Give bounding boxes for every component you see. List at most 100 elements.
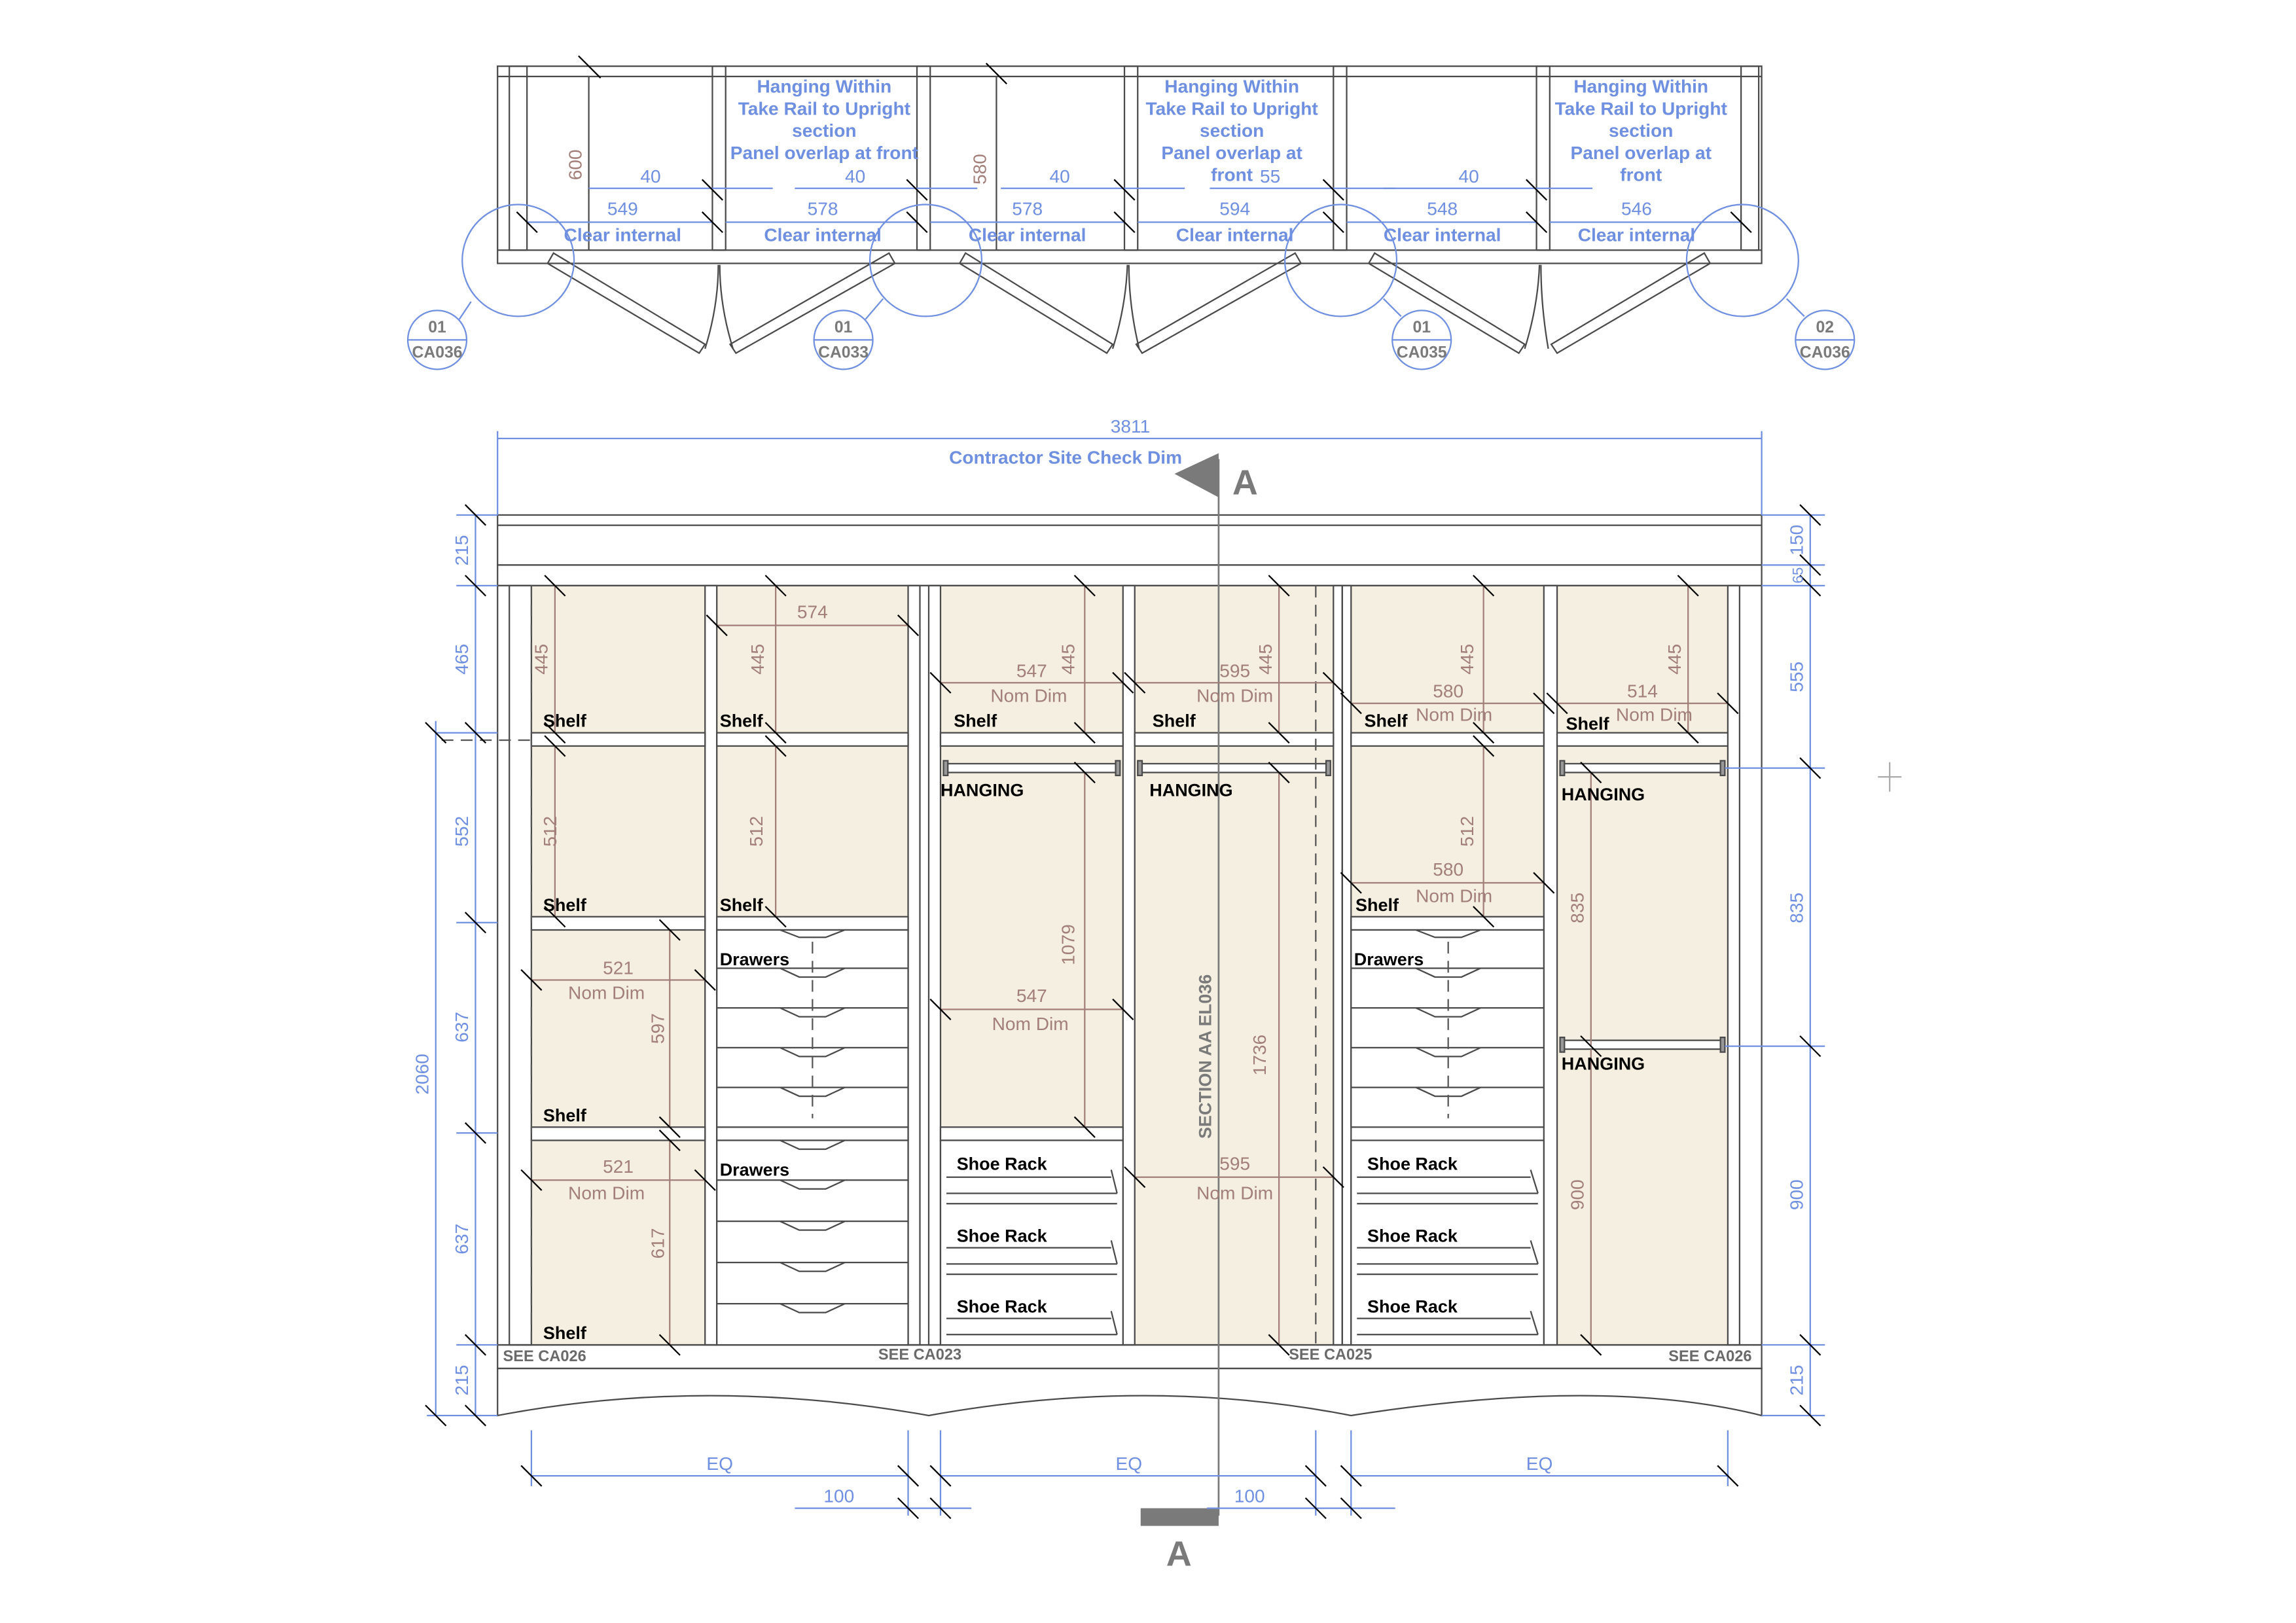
plan-gap-1: 40 xyxy=(640,166,660,187)
plan-gap-5: 40 xyxy=(1459,166,1479,187)
section-marker-top: A xyxy=(1232,463,1258,502)
callout1-num: 01 xyxy=(428,319,446,336)
plan-view xyxy=(406,55,1856,370)
plan-bay2-dim: 578 xyxy=(808,198,838,219)
bay3-nom-b: Nom Dim xyxy=(992,1014,1069,1034)
plan-note3-line1: Hanging Within xyxy=(1573,77,1708,97)
shelf-label: Shelf xyxy=(543,895,587,915)
shelf-label: Shelf xyxy=(1365,711,1408,731)
bay1-nom-b: Nom Dim xyxy=(568,1183,645,1203)
plan-bay5-label: Clear internal xyxy=(1384,225,1501,245)
plan-note2-line4: Panel overlap at xyxy=(1161,143,1302,163)
plan-bay6-dim: 546 xyxy=(1621,198,1652,219)
bay4-dim-595-b: 595 xyxy=(1219,1153,1250,1173)
plan-note1-line4: Panel overlap at front xyxy=(730,143,919,163)
plan-gap-3: 40 xyxy=(1049,166,1069,187)
callout4-ref: CA036 xyxy=(1800,344,1850,361)
plan-bay5-dim: 548 xyxy=(1427,198,1458,219)
left-dim-215-bottom: 215 xyxy=(452,1365,472,1396)
drawers-label: Drawers xyxy=(1354,950,1424,969)
shelf-label: Shelf xyxy=(954,711,997,731)
plan-note3-line5: front xyxy=(1620,165,1662,185)
callout1-ref: CA036 xyxy=(412,344,463,361)
see-ref-3: SEE CA025 xyxy=(1289,1347,1372,1364)
bay1-dim-521-b: 521 xyxy=(603,1156,634,1177)
bay1-dim-521-a: 521 xyxy=(603,957,634,978)
bottom-eq-2: EQ xyxy=(1115,1454,1142,1474)
plan-outline xyxy=(497,65,1763,264)
site-check-note: Contractor Site Check Dim xyxy=(949,447,1182,467)
bay4-dim-1736: 1736 xyxy=(1249,1035,1270,1076)
plinth-top xyxy=(497,1344,1763,1370)
shelf-label: Shelf xyxy=(543,1323,587,1343)
shelf-label: Shelf xyxy=(543,711,587,731)
bay4-nom-b: Nom Dim xyxy=(1196,1183,1273,1203)
plan-bay6-label: Clear internal xyxy=(1578,225,1696,245)
callout2-num: 01 xyxy=(834,319,853,336)
plan-note2-line1: Hanging Within xyxy=(1164,77,1299,97)
bay5-dim-580-a: 580 xyxy=(1433,681,1463,702)
callout4-num: 02 xyxy=(1816,319,1835,336)
top-cornice xyxy=(497,514,1763,566)
bay1-dim-597: 597 xyxy=(647,1013,668,1044)
shelf-label: Shelf xyxy=(1566,714,1610,734)
shoe-rack-label: Shoe Rack xyxy=(1367,1226,1458,1246)
right-dim-215: 215 xyxy=(1787,1365,1807,1396)
plan-callouts xyxy=(406,204,1856,370)
bay5-dim-445: 445 xyxy=(1457,644,1477,675)
plan-doors xyxy=(547,252,1712,355)
bay3-dim-445: 445 xyxy=(1058,644,1079,675)
top-frame xyxy=(497,564,1763,586)
plan-texts: 549 578 578 594 548 546 Clear internal C… xyxy=(412,77,1850,362)
plan-gap-2: 40 xyxy=(845,166,865,187)
drawers-label: Drawers xyxy=(720,950,789,969)
hanging-label: HANGING xyxy=(941,780,1024,800)
plan-gap-4: 55 xyxy=(1260,166,1280,187)
callout3-num: 01 xyxy=(1412,319,1431,336)
shoe-rack-label: Shoe Rack xyxy=(1367,1154,1458,1173)
bay-fills xyxy=(531,585,1728,1346)
bay6-dim-445: 445 xyxy=(1664,644,1685,675)
tick-marks xyxy=(425,504,1821,1520)
left-dim-552: 552 xyxy=(452,816,472,847)
bottom-dim-100-b: 100 xyxy=(1234,1486,1265,1507)
left-dim-215-top: 215 xyxy=(452,535,472,565)
callout3-ref: CA035 xyxy=(1397,344,1447,361)
plan-bay3-dim: 578 xyxy=(1012,198,1043,219)
plan-note3-line3: section xyxy=(1609,120,1673,141)
see-ref-1: SEE CA026 xyxy=(503,1348,586,1365)
bay6-nom: Nom Dim xyxy=(1616,705,1693,725)
bay5-dim-580-b: 580 xyxy=(1433,859,1463,880)
hanging-rails xyxy=(942,760,1726,1053)
drawers-label: Drawers xyxy=(720,1160,789,1179)
bay5-nom-b: Nom Dim xyxy=(1416,885,1492,906)
plan-note1-line1: Hanging Within xyxy=(757,77,891,97)
bay4-dim-595-a: 595 xyxy=(1219,660,1250,681)
plan-note2-line5: front xyxy=(1211,165,1253,185)
plan-note2-line3: section xyxy=(1200,120,1264,141)
bottom-eq-3: EQ xyxy=(1526,1454,1553,1474)
section-label: SECTION AA EL036 xyxy=(1196,974,1215,1139)
interior-dim-lines xyxy=(531,585,1728,1346)
left-dim-637-b: 637 xyxy=(452,1224,472,1255)
bay2-dim-512: 512 xyxy=(746,816,766,847)
bay5-dim-512: 512 xyxy=(1457,816,1477,847)
right-dim-900: 900 xyxy=(1787,1179,1807,1210)
bay3-nom-a: Nom Dim xyxy=(990,685,1067,705)
bay1-dim-512: 512 xyxy=(540,816,560,847)
right-dim-835: 835 xyxy=(1787,893,1807,923)
shoe-rack-label: Shoe Rack xyxy=(957,1297,1048,1317)
bay6-dim-900: 900 xyxy=(1568,1179,1588,1210)
section-line xyxy=(1140,453,1220,1526)
plinth-shaped xyxy=(497,1367,1763,1417)
bottom-dim-100-a: 100 xyxy=(823,1486,854,1507)
shelf-label: Shelf xyxy=(720,895,764,915)
plan-depth-580: 580 xyxy=(970,154,990,185)
bay4-nom-a: Nom Dim xyxy=(1196,685,1273,705)
bay3-dim-1079: 1079 xyxy=(1058,924,1079,965)
left-dim-637-a: 637 xyxy=(452,1012,472,1043)
shoe-rack-label: Shoe Rack xyxy=(957,1226,1048,1246)
plan-bay4-dim: 594 xyxy=(1219,198,1250,219)
see-ref-2: SEE CA023 xyxy=(878,1347,961,1364)
